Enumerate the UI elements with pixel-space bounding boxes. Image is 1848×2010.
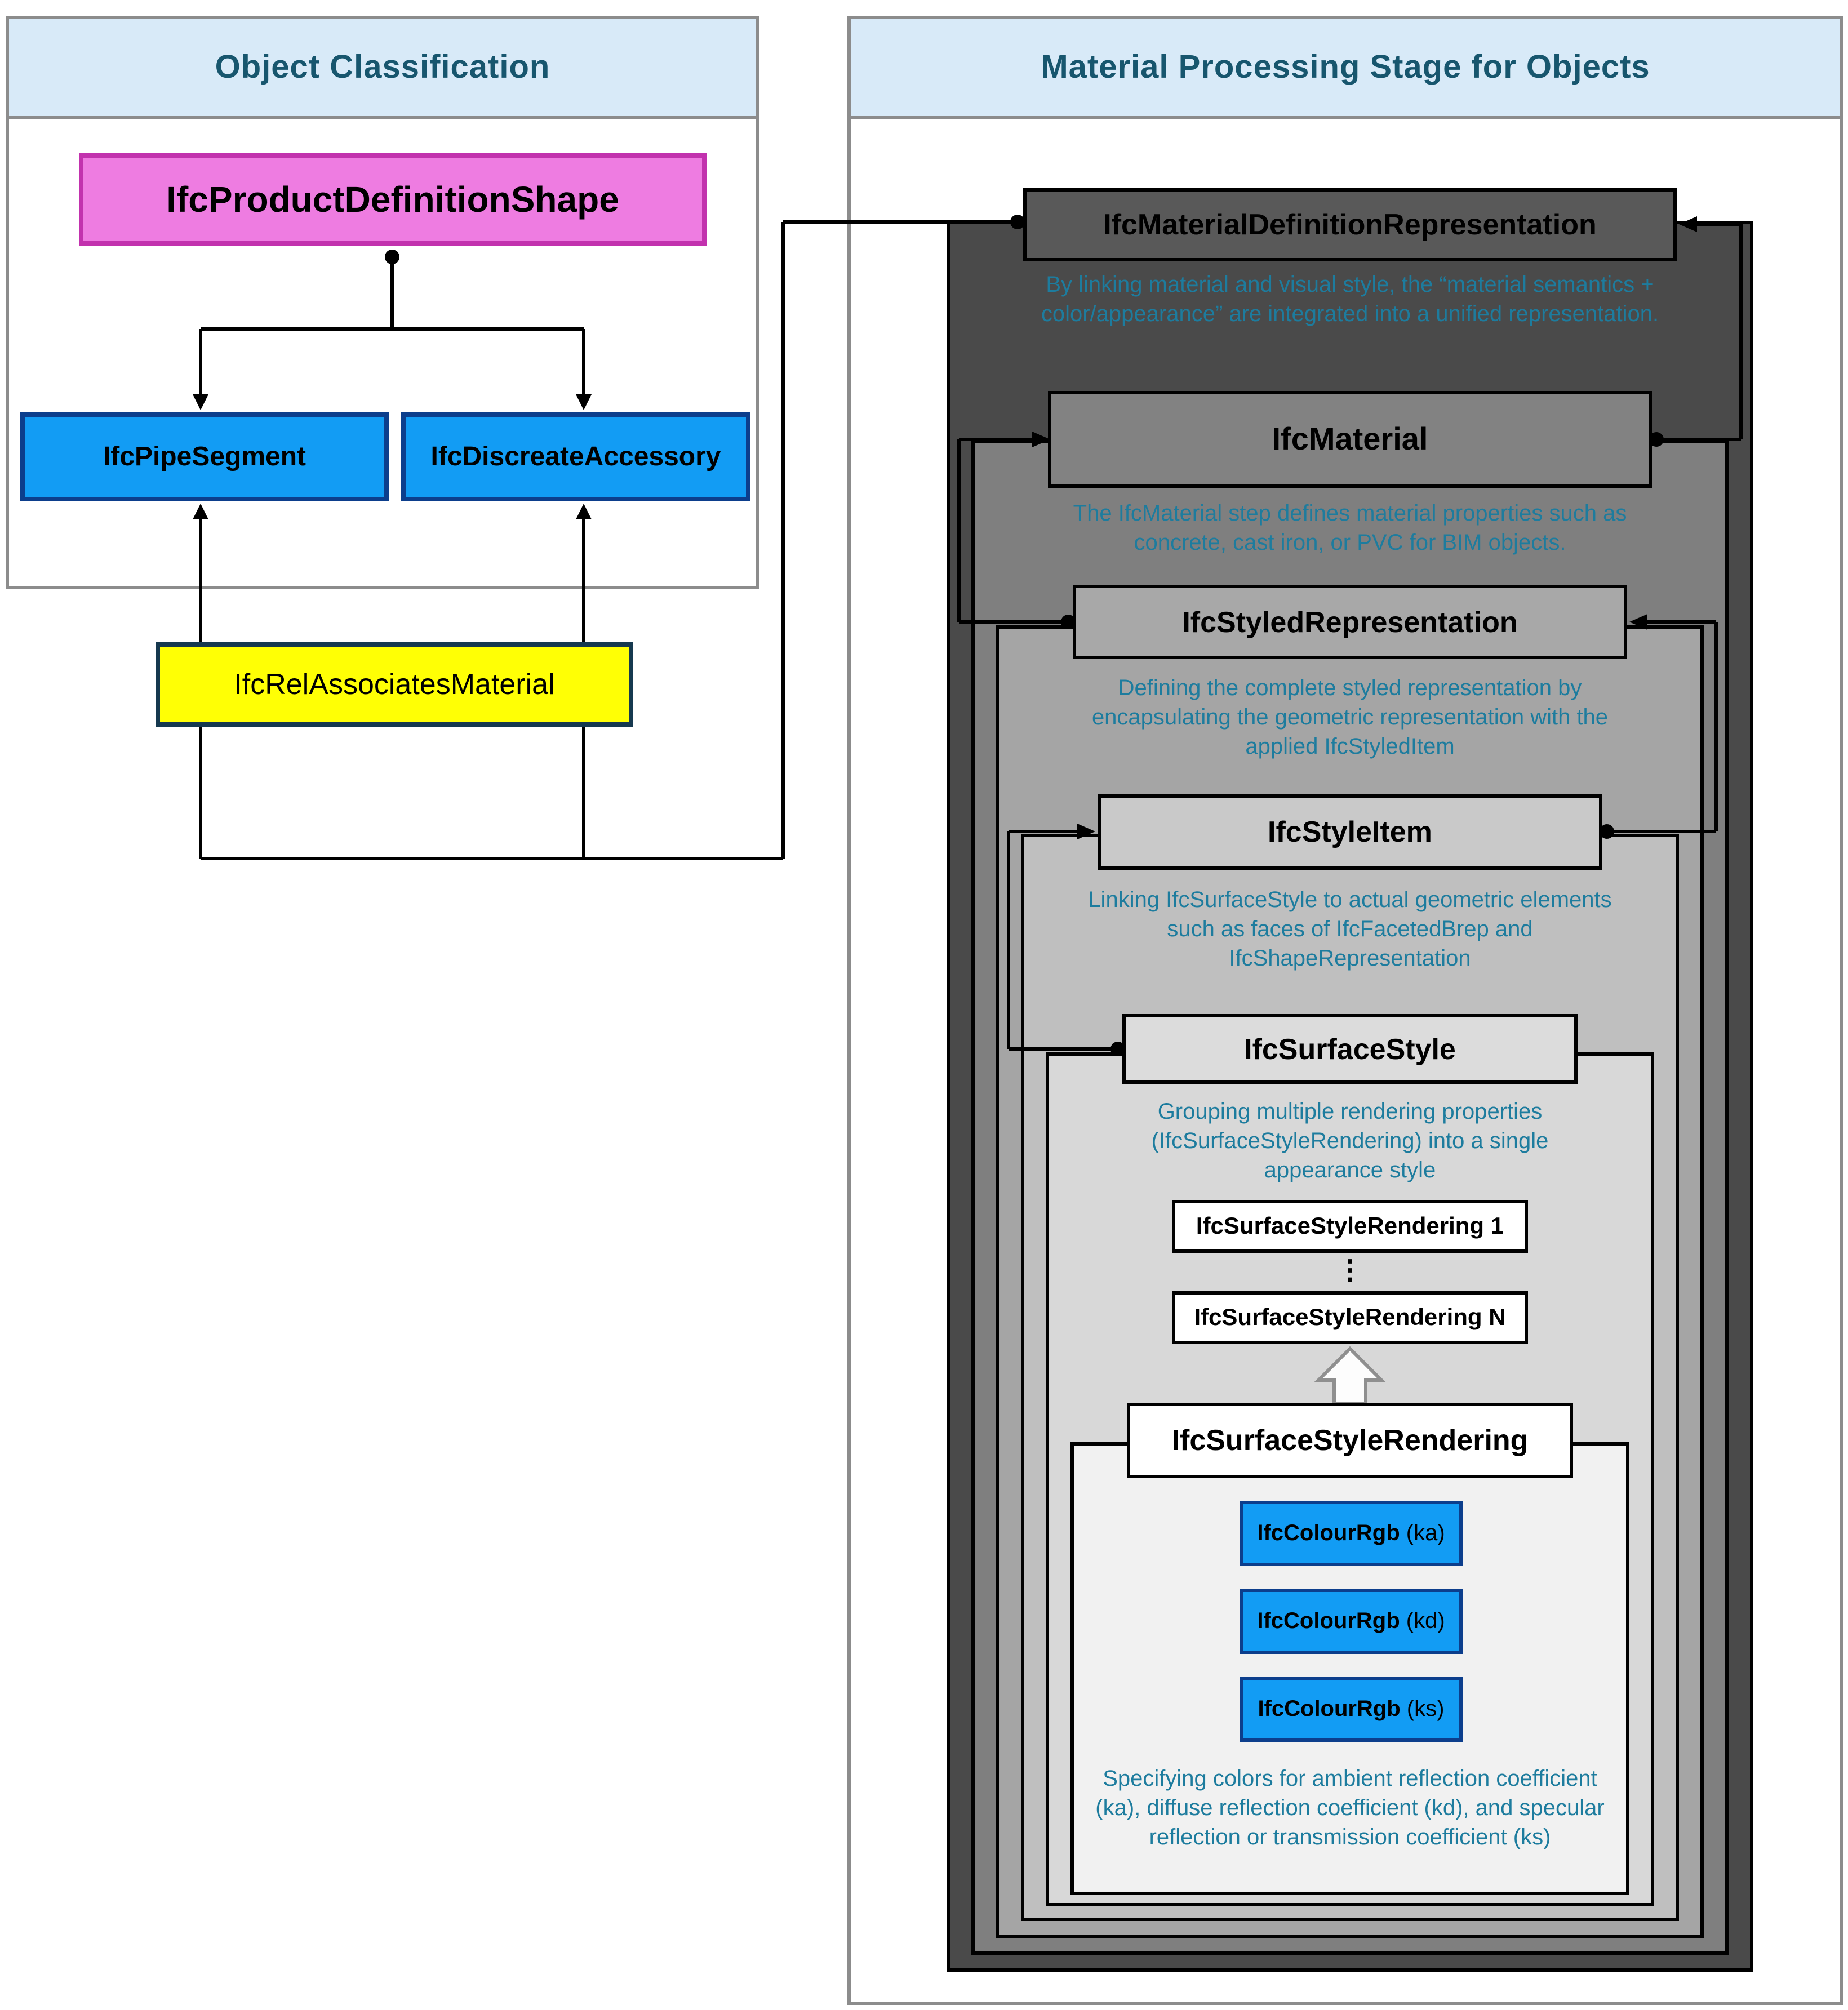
stage-desc-material-definition: By linking material and visual style, th… <box>1041 273 1659 327</box>
node-product-definition-shape: IfcProductDefinitionShape <box>79 153 707 246</box>
node-discreate-accessory: IfcDiscreateAccessory <box>401 412 750 501</box>
arrow-right-icon <box>1077 824 1095 839</box>
colour-rgb-name: IfcColourRgb <box>1258 1696 1401 1721</box>
stage-desc-styled-representation: Defining the complete styled representat… <box>1091 676 1609 759</box>
stage-title-surface-style-rendering: IfcSurfaceStyleRendering <box>1127 1403 1573 1478</box>
object-classification-header: Object Classification <box>9 19 756 119</box>
stage-title-surface-style: IfcSurfaceStyle <box>1122 1014 1578 1084</box>
node-colour-rgb-ka: IfcColourRgb (ka) <box>1240 1501 1463 1566</box>
stage-title-material-definition: IfcMaterialDefinitionRepresentation <box>1023 188 1677 261</box>
material-processing-header: Material Processing Stage for Objects <box>851 19 1840 119</box>
stage-bg-surface-style-rendering <box>1070 1442 1629 1895</box>
link-styledrep-to-material <box>957 432 1076 629</box>
node-surface-style-rendering-n: IfcSurfaceStyleRendering N <box>1172 1291 1528 1344</box>
link-surfacestyle-to-styleitem <box>1007 824 1125 1056</box>
stage-desc-material: The IfcMaterial step defines material pr… <box>1073 501 1627 555</box>
arrow-up-icon <box>193 504 208 519</box>
node-rel-associates-material: IfcRelAssociatesMaterial <box>156 642 633 727</box>
colour-rgb-suffix: (ks) <box>1400 1696 1445 1721</box>
link-material-to-definition <box>1649 216 1743 447</box>
node-colour-rgb-ks: IfcColourRgb (ks) <box>1240 1677 1463 1742</box>
colour-rgb-name: IfcColourRgb <box>1257 1608 1400 1633</box>
rel-associates-connector <box>193 215 1025 860</box>
arrow-up-icon <box>576 504 592 519</box>
arrow-down-icon <box>193 394 208 410</box>
stage-desc-style-item: Linking IfcSurfaceStyle to actual geomet… <box>1088 888 1612 971</box>
arrow-left-icon <box>1629 614 1647 630</box>
stage-title-style-item: IfcStyleItem <box>1098 794 1602 870</box>
classification-tree-connector <box>193 250 592 410</box>
big-up-arrow-icon <box>1314 1346 1386 1406</box>
colour-rgb-suffix: (kd) <box>1400 1608 1445 1633</box>
colour-rgb-name: IfcColourRgb <box>1257 1520 1400 1545</box>
stage-desc-surface-style: Grouping multiple rendering properties (… <box>1151 1100 1549 1183</box>
right-panel-title: Material Processing Stage for Objects <box>1041 49 1650 85</box>
rendering-ellipsis: ⋮ <box>1336 1255 1363 1286</box>
link-styleitem-to-styledrep <box>1600 614 1718 839</box>
stage-desc-surface-style-rendering: Specifying colors for ambient reflection… <box>1095 1767 1605 1850</box>
node-surface-style-rendering-1: IfcSurfaceStyleRendering 1 <box>1172 1200 1528 1253</box>
arrow-left-icon <box>1679 216 1697 232</box>
stage-title-material: IfcMaterial <box>1048 391 1652 488</box>
colour-rgb-suffix: (ka) <box>1400 1520 1445 1545</box>
stage-title-styled-representation: IfcStyledRepresentation <box>1073 585 1627 659</box>
left-panel-title: Object Classification <box>215 49 550 85</box>
node-pipe-segment: IfcPipeSegment <box>20 412 389 501</box>
connection-dot <box>1010 215 1025 229</box>
arrow-right-icon <box>1032 432 1050 447</box>
arrow-down-icon <box>576 394 592 410</box>
node-colour-rgb-kd: IfcColourRgb (kd) <box>1240 1589 1463 1654</box>
